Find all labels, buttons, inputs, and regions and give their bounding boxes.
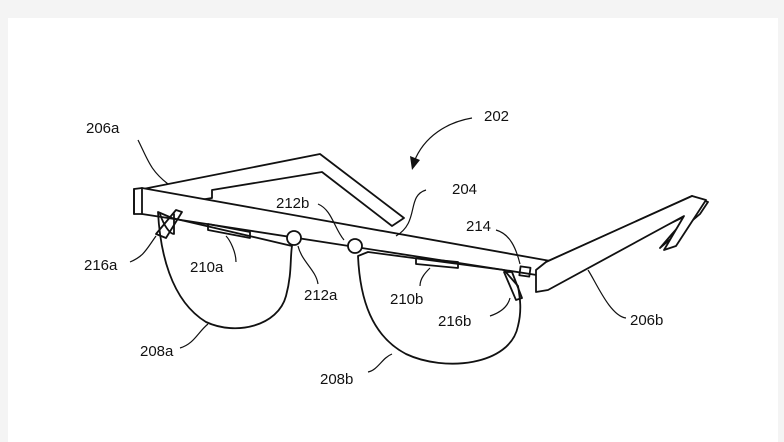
label-206a: 206a (86, 120, 120, 137)
display-210a (207, 223, 251, 239)
mount-216b (503, 271, 523, 301)
label-208a: 208a (140, 343, 174, 360)
label-216b: 216b (438, 313, 471, 330)
leader-lines (129, 139, 627, 373)
right-lens-208b (357, 251, 522, 365)
sensor-214 (518, 265, 532, 278)
label-206b: 206b (630, 312, 663, 329)
label-212b: 212b (276, 195, 309, 212)
right-temple-206b (535, 195, 709, 293)
mount-216a (155, 209, 183, 239)
display-210b (415, 257, 459, 269)
label-216a: 216a (84, 257, 118, 274)
label-208b: 208b (320, 371, 353, 388)
system-arrow-202 (410, 117, 473, 170)
left-lens-208a (157, 211, 293, 330)
camera-212a (286, 230, 302, 246)
label-214: 214 (466, 218, 491, 235)
camera-212b (347, 238, 363, 254)
label-212a: 212a (304, 287, 338, 304)
label-204: 204 (452, 181, 477, 198)
label-210a: 210a (190, 259, 224, 276)
label-210b: 210b (390, 291, 423, 308)
label-202: 202 (484, 108, 509, 125)
